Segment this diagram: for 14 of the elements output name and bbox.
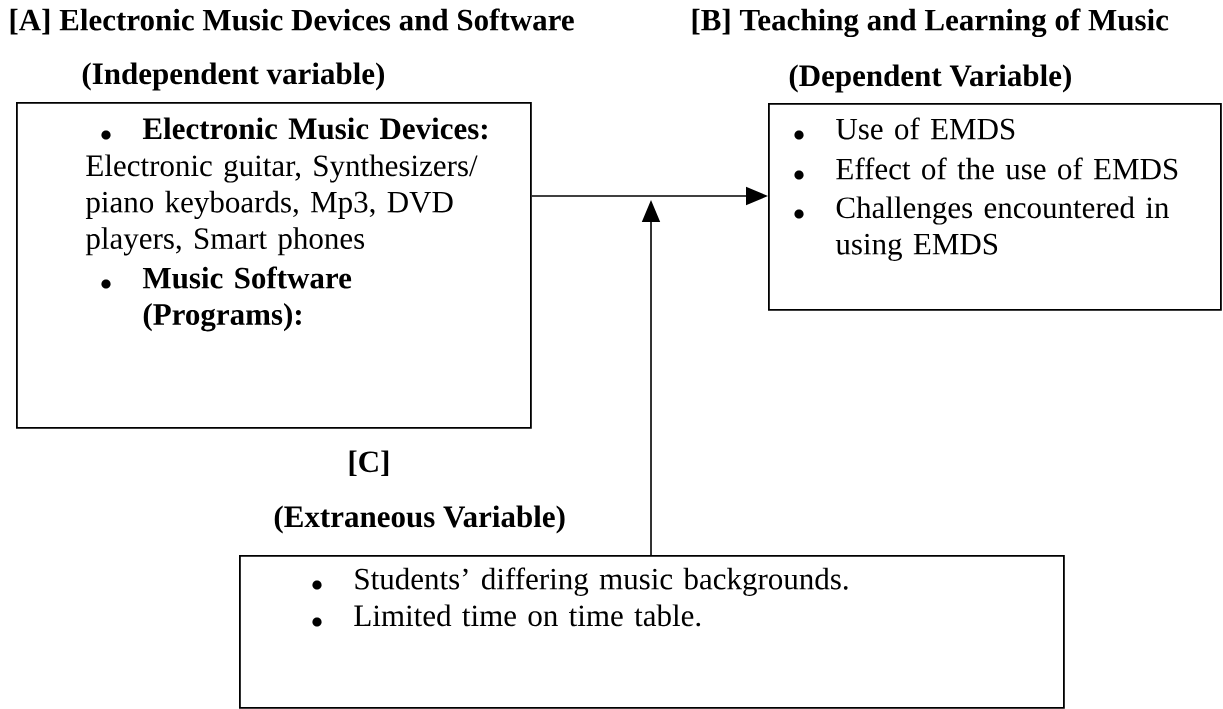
bullet-item: Students’ differing music backgrounds. bbox=[355, 567, 848, 596]
heading: [B] Teaching and Learning of Music bbox=[692, 8, 1169, 38]
bullet-item: Challenges encountered in using EMDS bbox=[835, 196, 1169, 261]
bullet-item: Music Software (Programs): bbox=[142, 266, 352, 332]
heading: (Dependent Variable) bbox=[789, 64, 1071, 93]
heading: [C] bbox=[349, 450, 389, 477]
bullet-item: Limited time on time table. bbox=[354, 604, 701, 627]
heading: (Independent variable) bbox=[82, 62, 385, 91]
bullet-item: Electronic Music Devices: bbox=[142, 117, 487, 140]
heading: [A] Electronic Music Devices and Software bbox=[10, 8, 574, 35]
paragraph-text: Electronic guitar, Synthesizers/ piano keyboards, Mp3, DVD players, Smart phones bbox=[85, 154, 478, 256]
bullet-item: Effect of the use of EMDS bbox=[836, 157, 1178, 180]
heading: (Extraneous Variable) bbox=[274, 505, 565, 534]
bullet-item: Use of EMDS bbox=[836, 117, 1015, 140]
